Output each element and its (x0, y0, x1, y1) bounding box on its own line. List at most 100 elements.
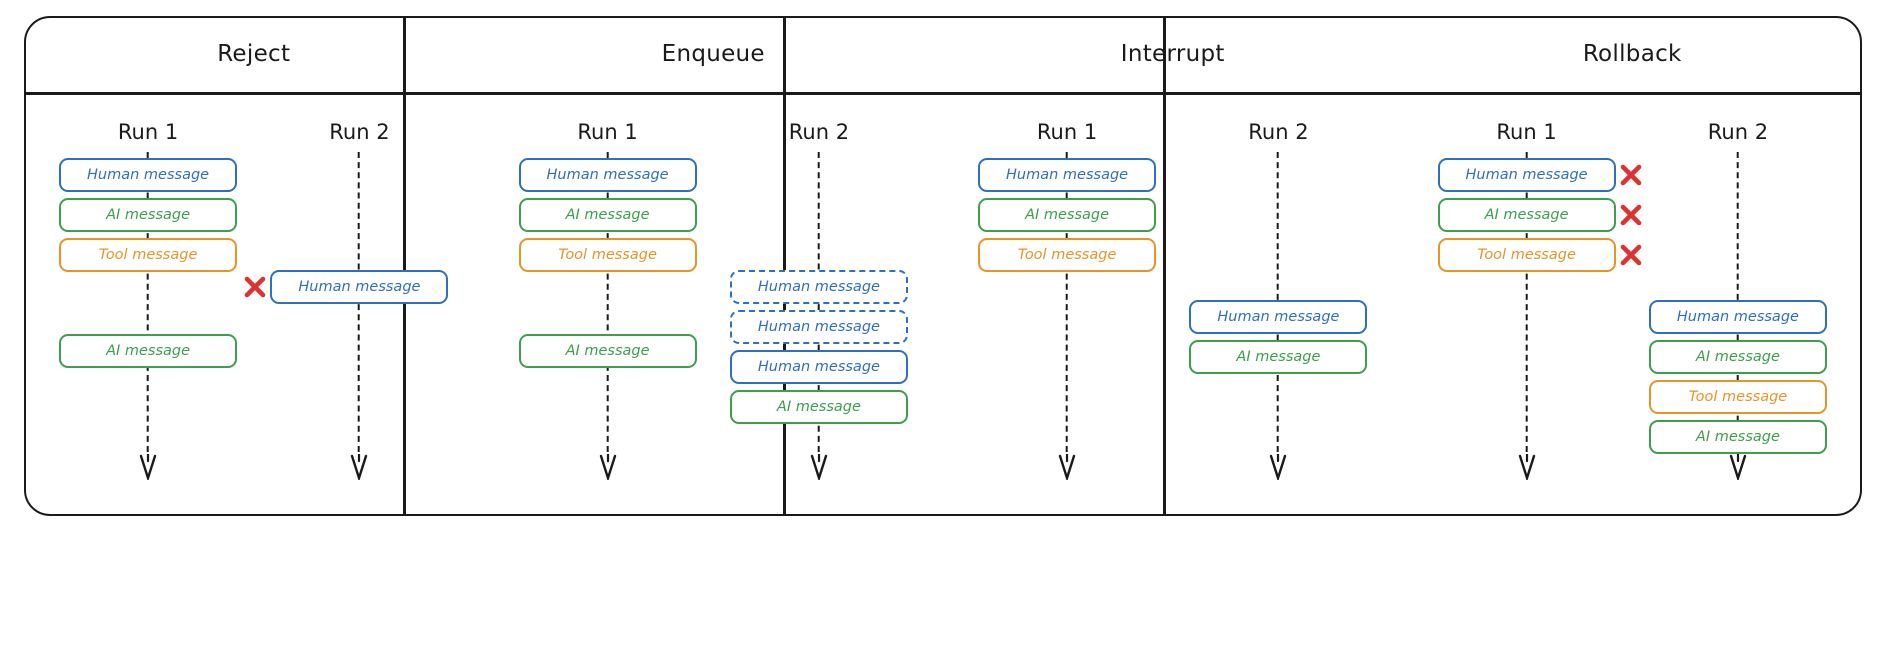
message-box-ai[interactable]: AI message (59, 334, 238, 368)
message-label: Tool message (558, 247, 657, 263)
run-column-reject-2: Run 2 Human message (245, 94, 475, 516)
timeline-gap (270, 214, 448, 270)
run-label-interrupt-2: Run 2 (1248, 120, 1309, 144)
message-label: AI message (106, 343, 191, 359)
run-label-reject-2: Run 2 (329, 120, 390, 144)
column-divider-1 (403, 18, 406, 514)
message-label: AI message (1695, 349, 1780, 365)
message-label: Human message (298, 279, 421, 295)
panel-header-row: Reject Enqueue Interrupt Rollback (24, 16, 1862, 92)
down-arrowhead-icon (137, 454, 159, 480)
message-box-human[interactable]: Human message (1189, 300, 1368, 334)
lifeline-enqueue-1 (606, 152, 609, 452)
message-box-ai[interactable]: AI message (1189, 340, 1368, 374)
message-box-human[interactable]: Human message (978, 158, 1157, 192)
message-box-ai[interactable]: AI message (1648, 420, 1827, 454)
message-label: AI message (106, 207, 191, 223)
message-label: Human message (546, 167, 669, 183)
message-label: AI message (565, 207, 650, 223)
run-label-rollback-2: Run 2 (1707, 120, 1769, 144)
panel-title-enqueue: Enqueue (661, 41, 765, 67)
message-label: Human message (1676, 309, 1799, 325)
message-label: Human message (1465, 167, 1588, 183)
message-box-human[interactable]: Human message (729, 310, 908, 344)
message-box-tool[interactable]: Tool message (978, 238, 1157, 272)
message-label: AI message (565, 343, 650, 359)
message-box-human[interactable]: Human message (729, 350, 908, 384)
message-box-human[interactable]: Human message (245, 270, 449, 304)
message-box-human[interactable]: Human message (59, 158, 238, 192)
lifeline-rollback-1 (1525, 152, 1528, 452)
timeline-gap (1189, 270, 1367, 300)
timeline-gap (270, 158, 448, 214)
timeline-gap (59, 278, 237, 334)
message-box-tool[interactable]: Tool message (59, 238, 238, 272)
message-box-human[interactable]: Human message (1437, 158, 1641, 192)
timeline-gap (1189, 158, 1367, 214)
red-x-icon (1618, 162, 1644, 188)
message-stack-reject-2: Human message (245, 158, 449, 310)
message-box-ai[interactable]: AI message (518, 198, 697, 232)
message-label: Human message (757, 359, 880, 375)
lifeline-interrupt-1 (1065, 152, 1068, 452)
column-divider-2 (783, 18, 786, 514)
panel-header-interrupt: Interrupt (943, 16, 1403, 92)
down-arrowhead-icon (1267, 454, 1289, 480)
message-label: Tool message (1477, 247, 1576, 263)
red-x-icon (242, 274, 268, 300)
message-box-human[interactable]: Human message (1648, 300, 1827, 334)
message-box-human[interactable]: Human message (729, 270, 908, 304)
message-box-ai[interactable]: AI message (978, 198, 1157, 232)
message-box-ai[interactable]: AI message (518, 334, 697, 368)
timeline-gap (730, 214, 908, 270)
message-box-tool[interactable]: Tool message (518, 238, 697, 272)
message-label: Human message (1217, 309, 1340, 325)
run-label-rollback-1: Run 1 (1496, 120, 1557, 144)
run-column-interrupt-2: Run 2 Human message AI message (1164, 94, 1394, 516)
panel-title-interrupt: Interrupt (1120, 41, 1225, 67)
message-box-tool[interactable]: Tool message (1648, 380, 1827, 414)
message-label: AI message (1236, 349, 1321, 365)
message-box-human[interactable]: Human message (518, 158, 697, 192)
lifeline-reject-1 (146, 152, 149, 452)
message-box-tool[interactable]: Tool message (1437, 238, 1641, 272)
red-x-icon (1618, 202, 1644, 228)
message-box-ai[interactable]: AI message (729, 390, 908, 424)
panel-header-reject: Reject (24, 16, 484, 92)
message-box-ai[interactable]: AI message (1648, 340, 1827, 374)
header-divider-line (26, 92, 1860, 95)
message-label: AI message (1484, 207, 1569, 223)
timeline-gap (1649, 270, 1827, 300)
message-label: Tool message (1017, 247, 1117, 263)
run-label-reject-1: Run 1 (117, 120, 179, 144)
timeline-gap (1189, 214, 1367, 270)
message-box-ai[interactable]: AI message (59, 198, 238, 232)
column-divider-3 (1163, 18, 1166, 514)
message-label: Tool message (1688, 389, 1788, 405)
down-arrowhead-icon (808, 454, 830, 480)
panel-header-rollback: Rollback (1403, 16, 1863, 92)
panel-title-rollback: Rollback (1582, 41, 1682, 67)
message-label: AI message (1025, 207, 1110, 223)
message-label: Human message (87, 167, 210, 183)
timeline-gap (1649, 214, 1827, 270)
timeline-gap (519, 278, 697, 334)
message-box-ai[interactable]: AI message (1437, 198, 1641, 232)
panel-title-reject: Reject (217, 41, 291, 67)
red-x-icon (1618, 242, 1644, 268)
message-label: Human message (757, 319, 880, 335)
down-arrowhead-icon (1516, 454, 1538, 480)
run-label-enqueue-2: Run 2 (788, 120, 850, 144)
